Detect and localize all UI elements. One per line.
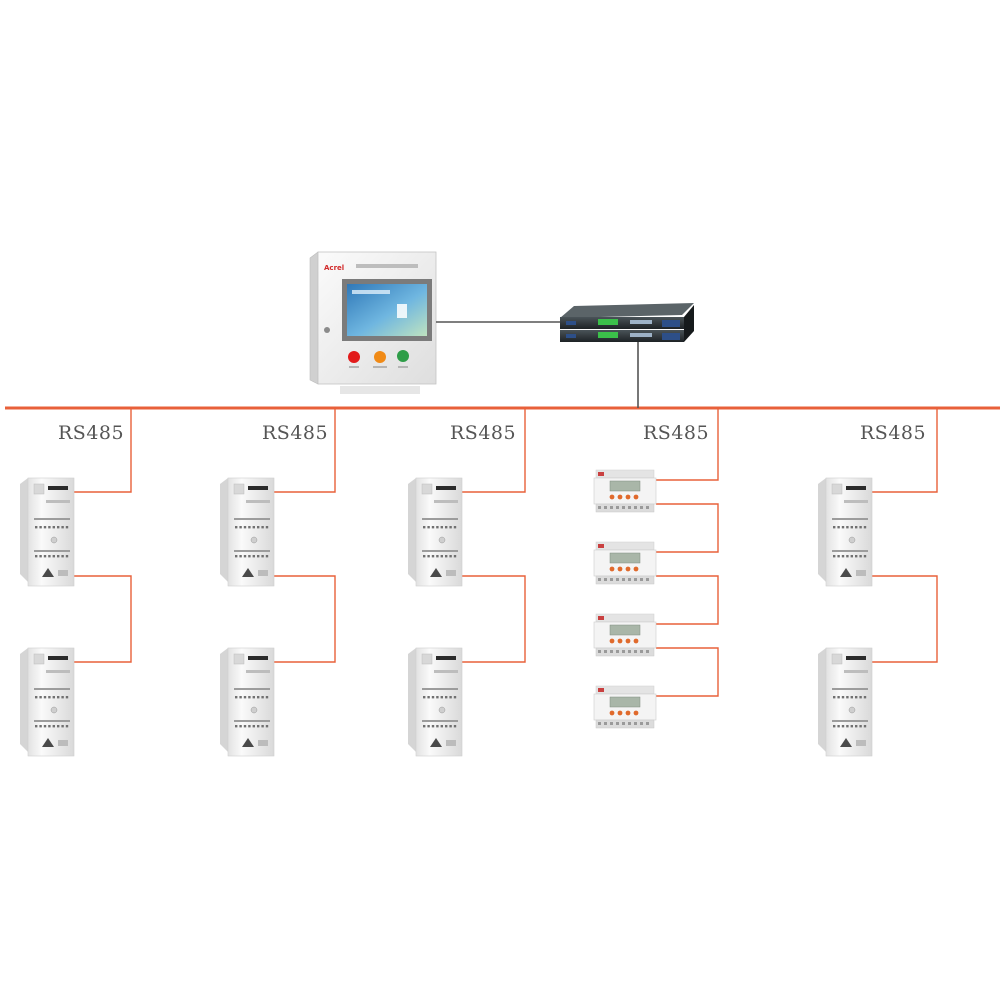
host-monitoring-panel: Acrel bbox=[309, 251, 437, 394]
cabinet-module-device bbox=[20, 647, 75, 757]
cabinet-module-device bbox=[220, 477, 275, 587]
din-rail-meter-device bbox=[593, 685, 657, 729]
device-column-1 bbox=[20, 477, 75, 757]
panel-key-lock bbox=[324, 327, 330, 333]
bus-drop-wire-4 bbox=[656, 408, 719, 481]
device-column-4 bbox=[593, 469, 657, 729]
din-rail-meter-device bbox=[593, 613, 657, 657]
daisy-chain-wire-4-1 bbox=[656, 503, 719, 553]
daisy-chain-wire-3-1 bbox=[462, 575, 526, 663]
daisy-chain-wire-5-1 bbox=[872, 575, 938, 663]
rs485-label-5: RS485 bbox=[860, 422, 927, 444]
rs485-label-4: RS485 bbox=[643, 422, 710, 444]
device-column-2 bbox=[220, 477, 275, 757]
panel-green-button bbox=[397, 350, 409, 362]
rs485-label-3: RS485 bbox=[450, 422, 517, 444]
cabinet-module-device bbox=[818, 647, 873, 757]
din-rail-meter-device bbox=[593, 469, 657, 513]
daisy-chain-wire-4-2 bbox=[656, 575, 719, 625]
panel-orange-button bbox=[374, 351, 386, 363]
cabinet-module-device bbox=[20, 477, 75, 587]
device-column-5 bbox=[818, 477, 873, 757]
din-rail-meter-device bbox=[593, 541, 657, 585]
network-switch bbox=[560, 303, 694, 342]
bus-drop-wire-5 bbox=[872, 408, 938, 493]
daisy-chain-wire-4-3 bbox=[656, 647, 719, 697]
cabinet-module-device bbox=[408, 647, 463, 757]
bus-drop-wire-3 bbox=[462, 408, 526, 493]
panel-title-strip bbox=[356, 264, 418, 268]
rs485-label-2: RS485 bbox=[262, 422, 329, 444]
cabinet-module-device bbox=[408, 477, 463, 587]
panel-red-button bbox=[348, 351, 360, 363]
bus-drop-wire-1 bbox=[74, 408, 132, 493]
switch-port-block bbox=[630, 320, 652, 324]
device-column-3 bbox=[408, 477, 463, 757]
rs485-label-1: RS485 bbox=[58, 422, 125, 444]
panel-brand-logo: Acrel bbox=[324, 264, 344, 272]
cabinet-module-device bbox=[818, 477, 873, 587]
daisy-chain-wire-1-1 bbox=[74, 575, 132, 663]
switch-status-display bbox=[598, 319, 618, 325]
daisy-chain-wire-2-1 bbox=[274, 575, 336, 663]
bus-drop-wire-2 bbox=[274, 408, 336, 493]
cabinet-module-device bbox=[220, 647, 275, 757]
